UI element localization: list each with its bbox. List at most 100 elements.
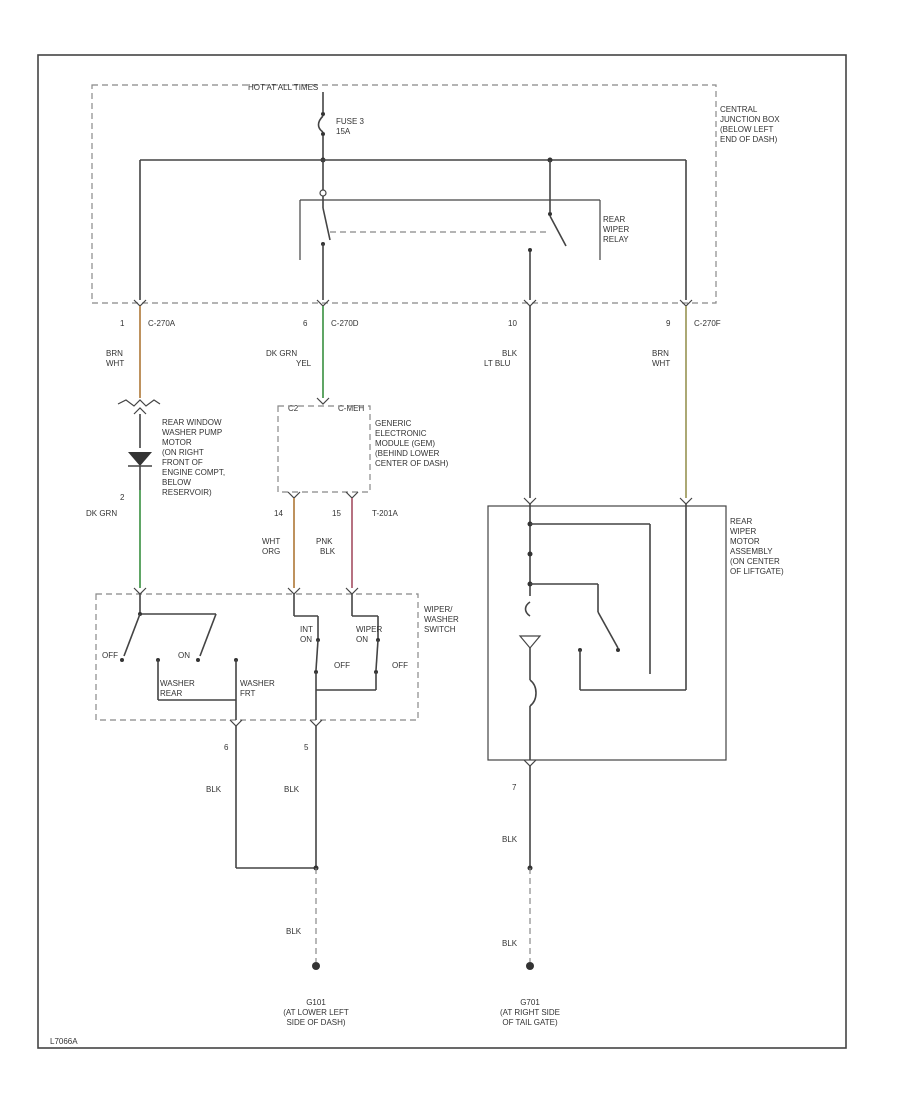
cjb-note-line: END OF DASH) — [720, 135, 778, 144]
pump-label-line: REAR WINDOW — [162, 418, 222, 427]
wire-pin-label: 14 — [274, 509, 283, 518]
circuit-label: C-270F — [694, 319, 721, 328]
pump-label-line: MOTOR — [162, 438, 192, 447]
wire-color-label: WHT — [652, 359, 670, 368]
switch-wiper-label: WIPER — [356, 625, 382, 634]
switch-off-label: OFF — [334, 661, 350, 670]
gem-label-line: ELECTRONIC — [375, 429, 427, 438]
gem-module-outline — [277, 405, 371, 493]
motor-label-line: (ON CENTER — [730, 557, 780, 566]
switch-off-label: OFF — [392, 661, 408, 670]
pump-label-line: ENGINE COMPT, — [162, 468, 225, 477]
wire-color-label: BLK — [502, 349, 518, 358]
figure-code: L7066A — [50, 1037, 78, 1046]
pump-label-line: WASHER PUMP — [162, 428, 222, 437]
motor-label-line: OF LIFTGATE) — [730, 567, 784, 576]
wire-color-label: BLK — [502, 939, 518, 948]
ground-label-line: (AT LOWER LEFT — [283, 1008, 349, 1017]
power-source-label: HOT AT ALL TIMES — [248, 83, 318, 92]
wire-color-label: WHT — [262, 537, 280, 546]
wire-color-label: BLK — [206, 785, 222, 794]
switch-wiper-label: ON — [356, 635, 368, 644]
wire-color-label: WHT — [106, 359, 124, 368]
ground-label-line: OF TAIL GATE) — [502, 1018, 558, 1027]
main-bus — [139, 157, 687, 300]
gem-connector-label: C-MEH — [338, 404, 364, 413]
wire-color-label: DK GRN — [86, 509, 117, 518]
switch-label-line: SWITCH — [424, 625, 456, 634]
switch-washer-label: WASHER — [240, 679, 275, 688]
central-junction-box-outline — [91, 84, 717, 304]
gem-label: GENERIC ELECTRONIC MODULE (GEM) (BEHIND … — [375, 419, 449, 468]
circuit-label: C-270D — [331, 319, 359, 328]
motor-label-line: REAR — [730, 517, 752, 526]
wire-color-label: BLK — [286, 927, 302, 936]
wire-pin-label: 6 — [303, 319, 308, 328]
wire-color-label: BLK — [502, 835, 518, 844]
ground-label-line: SIDE OF DASH) — [286, 1018, 345, 1027]
wire-pin-label: 9 — [666, 319, 671, 328]
gem-label-line: MODULE (GEM) — [375, 439, 435, 448]
switch-label-line: WIPER/ — [424, 605, 453, 614]
pump-label-line: (ON RIGHT — [162, 448, 204, 457]
wire-pin-label: 10 — [508, 319, 517, 328]
switch-washer-label: WASHER — [160, 679, 195, 688]
pump-label-line: BELOW — [162, 478, 191, 487]
diagram-frame — [37, 54, 847, 1049]
motor-label-line: MOTOR — [730, 537, 760, 546]
relay-label: WIPER — [603, 225, 629, 234]
gem-label-line: (BEHIND LOWER — [375, 449, 440, 458]
fuse-rating-label: 15A — [336, 127, 351, 136]
wire-color-label: BRN — [106, 349, 123, 358]
wire-color-label: BRN — [652, 349, 669, 358]
switch-off-label: OFF — [102, 651, 118, 660]
switch-label: WIPER/ WASHER SWITCH — [424, 605, 459, 634]
junction-box-note: CENTRAL JUNCTION BOX (BELOW LEFT END OF … — [720, 105, 780, 144]
wire-color-label: BLK — [320, 547, 336, 556]
gem-pin-15 — [345, 491, 359, 499]
switch-int-label: INT — [300, 625, 313, 634]
ground-label-line: G701 — [520, 998, 540, 1007]
switch-washer-label: FRT — [240, 689, 256, 698]
wire-color-label: LT BLU — [484, 359, 511, 368]
wire-color-label: PNK — [316, 537, 333, 546]
wire-pin-label: 5 — [304, 743, 309, 752]
motor-label-line: WIPER — [730, 527, 756, 536]
relay-label: RELAY — [603, 235, 629, 244]
cjb-note-line: (BELOW LEFT — [720, 125, 773, 134]
circuit-label: C-270A — [148, 319, 176, 328]
switch-label-line: WASHER — [424, 615, 459, 624]
wire-pin-label: 6 — [224, 743, 229, 752]
motor-internals — [518, 497, 693, 760]
ground-g701-label: G701 (AT RIGHT SIDE OF TAIL GATE) — [500, 998, 560, 1027]
washer-pump-motor — [117, 399, 161, 490]
switch-on-label: ON — [178, 651, 190, 660]
ground-b-wiring — [523, 759, 537, 970]
gem-label-line: GENERIC — [375, 419, 412, 428]
switch-int-label: ON — [300, 635, 312, 644]
wire-pin-label: 1 — [120, 319, 125, 328]
pump-label-line: FRONT OF — [162, 458, 203, 467]
cjb-note-line: CENTRAL — [720, 105, 758, 114]
fuse — [317, 92, 326, 163]
gem-label-line: CENTER OF DASH) — [375, 459, 449, 468]
ground-a-wiring — [229, 719, 323, 970]
switch-washer-label: REAR — [160, 689, 182, 698]
motor-label: REAR WIPER MOTOR ASSEMBLY (ON CENTER OF … — [730, 517, 784, 576]
switch-contacts — [120, 587, 380, 720]
wire-color-label: ORG — [262, 547, 280, 556]
wire-color-label: BLK — [284, 785, 300, 794]
wire-pin-label: 15 — [332, 509, 341, 518]
rear-wiper-motor-outline — [487, 505, 727, 761]
wire-color-label: DK GRN — [266, 349, 297, 358]
circuit-label: T-201A — [372, 509, 398, 518]
relay-label: REAR — [603, 215, 625, 224]
fuse-label: FUSE 3 — [336, 117, 365, 126]
wire-pin-label: 7 — [512, 783, 517, 792]
gem-pin-14 — [287, 491, 301, 499]
pump-label-line: RESERVOIR) — [162, 488, 212, 497]
pump-label: REAR WINDOW WASHER PUMP MOTOR (ON RIGHT … — [162, 418, 225, 497]
rear-wiper-relay — [299, 160, 601, 300]
gem-input-pin — [316, 397, 330, 405]
